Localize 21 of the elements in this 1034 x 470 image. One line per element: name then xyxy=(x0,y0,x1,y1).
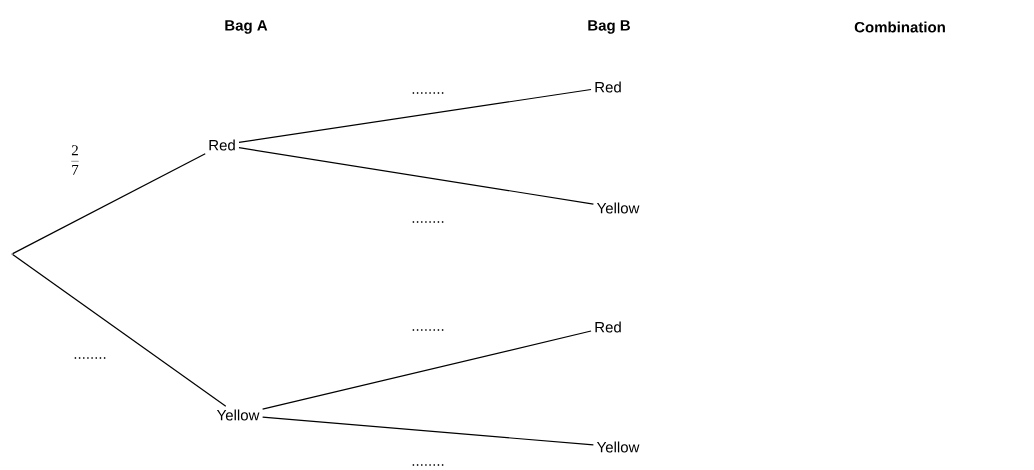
branch-line xyxy=(262,416,594,446)
outcome-label: Red xyxy=(595,81,621,93)
probability-fraction: $\frac{2}{7}$ xyxy=(69,144,81,176)
column-heading: Bag A xyxy=(225,20,268,34)
outcome-label: Red xyxy=(595,321,621,333)
outcome-label: Yellow xyxy=(216,409,260,421)
probability-blank: ........ xyxy=(410,220,446,224)
probability-blank: ........ xyxy=(72,356,108,360)
branch-line xyxy=(262,330,592,410)
probability-blank: ........ xyxy=(410,328,446,332)
branch-line xyxy=(238,147,594,205)
branch-line xyxy=(12,253,227,407)
outcome-label: Red xyxy=(209,139,235,151)
probability-blank: ........ xyxy=(410,463,446,467)
column-heading: Bag B xyxy=(588,20,630,34)
branch-line xyxy=(12,153,206,255)
outcome-label: Yellow xyxy=(596,441,640,453)
column-heading: Combination xyxy=(854,21,945,33)
outcome-label: Yellow xyxy=(596,202,640,214)
branch-line xyxy=(238,88,592,144)
probability-blank: ........ xyxy=(410,91,446,95)
